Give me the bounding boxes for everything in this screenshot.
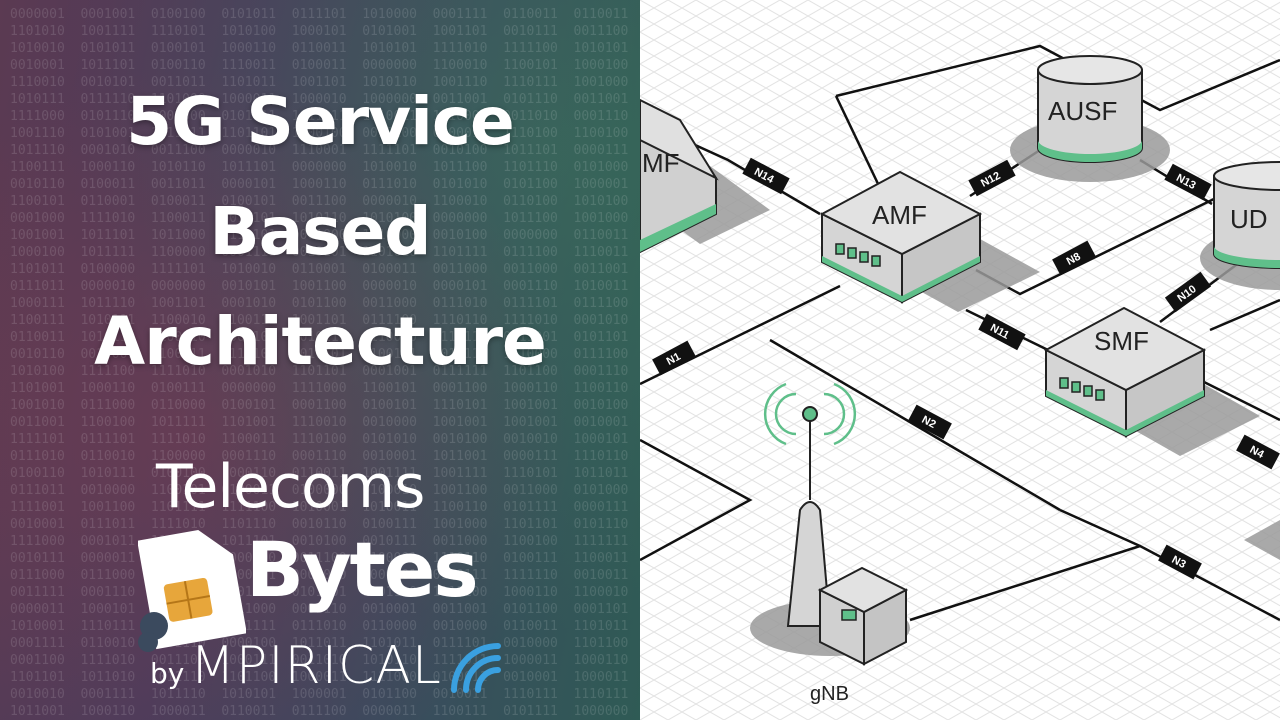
interface-tags: N14 N12 N13 N8 N10 N11 — [652, 157, 1280, 580]
brand-telecoms-text: Telecoms — [156, 452, 425, 522]
amf-node: AMF — [819, 170, 1040, 312]
title-line-2: Based — [209, 193, 431, 270]
udm-node: UD — [1200, 161, 1280, 290]
brand-by-text: by — [150, 657, 185, 690]
iface-n2: N2 — [908, 404, 952, 440]
line-smf-right — [1209, 298, 1280, 332]
svg-text:N3: N3 — [1170, 554, 1188, 571]
title-panel: 0000001 0001001 0100100 0101011 0111101 … — [0, 0, 640, 720]
smf-node: SMF — [1043, 306, 1260, 456]
antenna-icon — [802, 406, 818, 422]
nf-partial-right — [1244, 520, 1280, 560]
iface-n13: N13 — [1164, 163, 1212, 201]
nf-partial-left: MF — [640, 98, 770, 254]
title-line-3: Architecture — [94, 303, 547, 380]
svg-text:N2: N2 — [920, 414, 938, 431]
iface-n11: N11 — [978, 313, 1026, 351]
iface-n1: N1 — [652, 340, 696, 376]
diagram-canvas: MF AMF — [640, 0, 1280, 720]
line-n2 — [769, 338, 1061, 512]
iface-n14: N14 — [742, 157, 790, 195]
iface-n8: N8 — [1052, 240, 1096, 276]
title-line-1: 5G Service — [126, 83, 514, 160]
line-n2-n3 — [1059, 508, 1141, 548]
brand-mpirical-text: MPIRICAL — [190, 636, 442, 696]
brand-logo: Telecoms Bytes by MPIRICAL — [0, 440, 640, 720]
udm-label: UD — [1230, 204, 1268, 234]
line-amf-ring — [834, 95, 882, 189]
ausf-node: AUSF — [1010, 55, 1170, 182]
line-n4 — [1199, 378, 1280, 422]
brand-bytes-text: Bytes — [246, 525, 479, 614]
binary-background: 0000001 0001001 0100100 0101011 0111101 … — [10, 7, 629, 719]
amf-label: AMF — [872, 200, 927, 230]
signal-wave-icon — [774, 392, 797, 436]
svg-text:N8: N8 — [1065, 251, 1083, 268]
signal-waves-icon — [451, 643, 501, 693]
gnb-label: gNB — [810, 683, 849, 705]
iface-n12: N12 — [968, 159, 1016, 197]
svg-text:N1: N1 — [665, 351, 683, 368]
line-left-loop — [640, 438, 753, 562]
sba-diagram: MF AMF — [640, 0, 1280, 720]
smf-label: SMF — [1094, 326, 1149, 356]
ausf-label: AUSF — [1048, 96, 1117, 126]
iface-n10: N10 — [1164, 271, 1212, 313]
nf-partial-left-label: MF — [642, 148, 680, 178]
iface-n3: N3 — [1158, 544, 1202, 580]
sim-card-icon — [138, 530, 246, 652]
gnb-node: gNB — [750, 382, 910, 705]
iface-n4: N4 — [1236, 434, 1280, 470]
